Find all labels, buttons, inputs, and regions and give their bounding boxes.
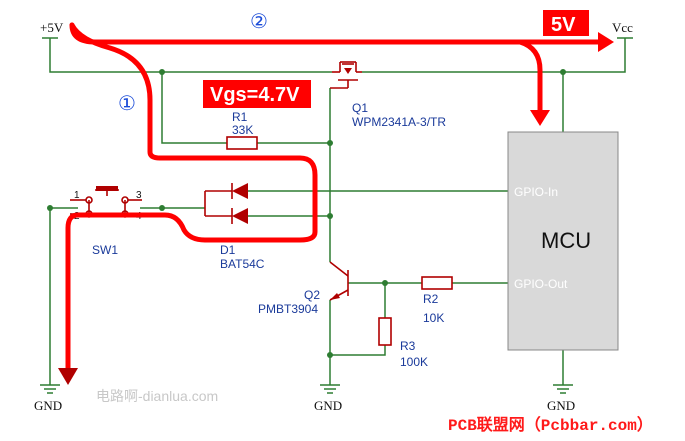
junction-dot [159, 205, 165, 211]
wire-r3-bottom [330, 345, 386, 356]
marker-2: ② [250, 11, 268, 33]
label-gnd-right: GND [547, 398, 575, 413]
label-r1-ref: R1 [232, 110, 248, 124]
gnd-symbol-left [40, 384, 60, 394]
junction-dot [560, 69, 566, 75]
mcu-pin-gpio-in: GPIO-In [514, 185, 558, 199]
switch-sw1-symbol [70, 186, 142, 218]
label-sw-pin1: 1 [74, 190, 80, 201]
resistor-r2 [421, 276, 453, 290]
label-r3-ref: R3 [400, 339, 416, 353]
label-r3-value: 100K [400, 355, 428, 369]
resistor-r3 [378, 317, 392, 346]
wire-5v-rail-left [49, 38, 332, 73]
label-d1-ref: D1 [220, 243, 236, 257]
label-gnd-center: GND [314, 398, 342, 413]
junction-dot [327, 140, 333, 146]
diode-d1-symbol [204, 183, 248, 224]
label-r2-ref: R2 [423, 292, 439, 306]
wire-r1-left [161, 72, 227, 144]
label-vcc: Vcc [612, 20, 633, 35]
badge-5v: 5V [551, 14, 576, 36]
label-plus5v: +5V [40, 20, 64, 35]
label-gnd-left: GND [34, 398, 62, 413]
mcu-name: MCU [541, 228, 591, 253]
junction-dot [382, 280, 388, 286]
footer-brand: PCB联盟网（Pcbbar.com） [448, 416, 653, 435]
mosfet-q1-symbol [330, 61, 362, 89]
label-q2-part: PMBT3904 [258, 302, 318, 316]
mcu-body [507, 131, 619, 351]
current-path-1 [58, 22, 318, 385]
resistor-r1 [226, 136, 258, 150]
badge-vgs: Vgs=4.7V [210, 84, 300, 106]
mcu-pin-gpio-out: GPIO-Out [514, 277, 568, 291]
label-sw1-ref: SW1 [92, 243, 118, 257]
wire-5v-rail-right [362, 38, 626, 73]
label-q1-ref: Q1 [352, 101, 368, 115]
junction-dot [47, 205, 53, 211]
gnd-symbol-right [553, 384, 573, 394]
junction-dot [159, 69, 165, 75]
marker-1: ① [118, 93, 136, 115]
badge-5v-bg [543, 10, 589, 36]
gnd-symbol-center [320, 384, 340, 394]
junction-dot [327, 352, 333, 358]
label-r1-value: 33K [232, 123, 253, 137]
wire-sw-to-gnd [49, 207, 78, 385]
label-q2-ref: Q2 [304, 288, 320, 302]
transistor-q2-symbol [329, 261, 349, 301]
junctions [47, 69, 566, 358]
watermark-text: 电路啊-dianlua.com [96, 388, 218, 404]
current-path-2 [69, 22, 614, 126]
badge-vgs-bg [203, 80, 311, 108]
junction-dot [327, 213, 333, 219]
label-q1-part: WPM2341A-3/TR [352, 115, 446, 129]
label-sw-pin3: 3 [136, 190, 142, 201]
label-r2-value: 10K [423, 311, 444, 325]
label-d1-part: BAT54C [220, 257, 265, 271]
